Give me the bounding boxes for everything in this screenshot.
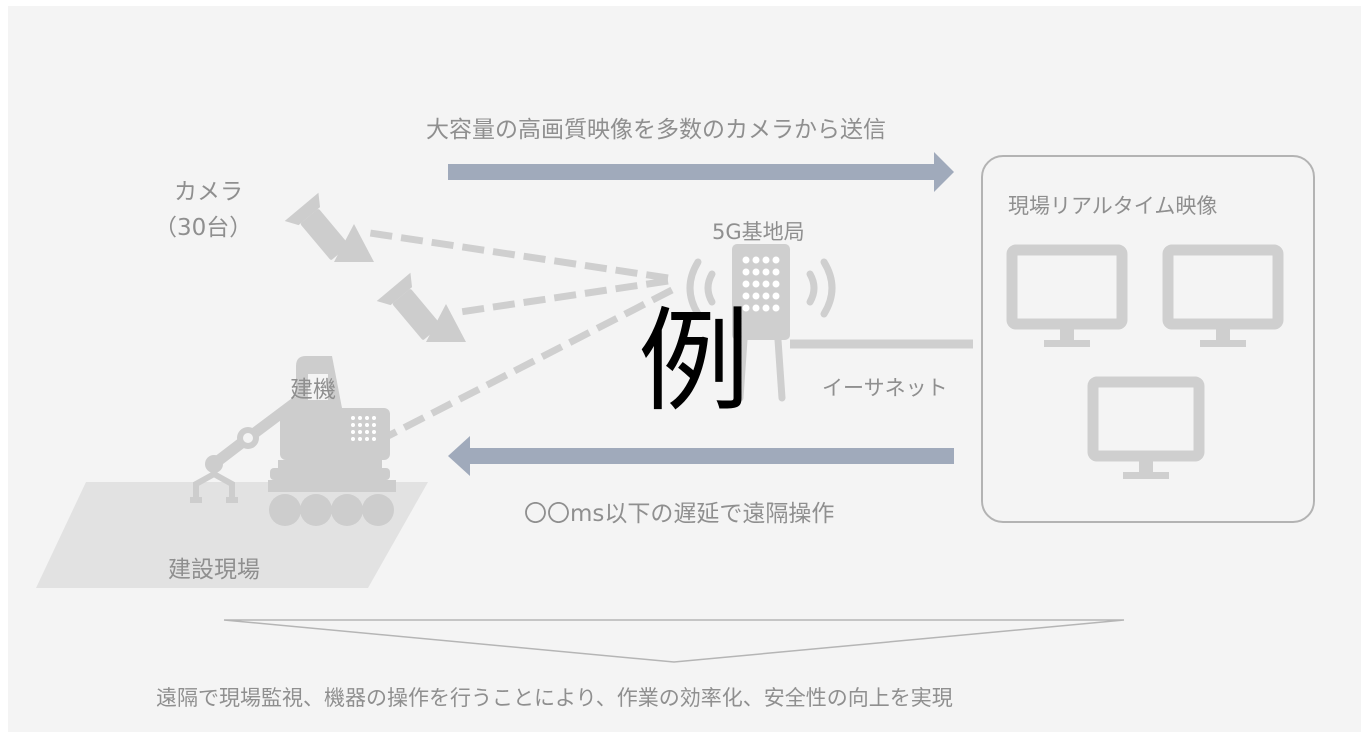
excavator-robot-icon <box>190 356 396 526</box>
bottom-arrow <box>448 436 954 476</box>
top-arrow <box>448 152 954 192</box>
diagram-graphics <box>36 152 1284 663</box>
bottom-arrow-label: 〇〇ms以下の遅延で遠隔操作 <box>524 501 835 527</box>
camera-label-line2: （30台） <box>154 215 253 241</box>
base-station-icon <box>732 244 790 402</box>
wireless-links <box>369 229 674 440</box>
summary-chevron <box>223 619 1125 663</box>
wireless-link-camera-1 <box>369 229 669 282</box>
monitor-icon <box>1006 244 1128 347</box>
camera-label-line1: カメラ <box>174 179 243 205</box>
diagram-canvas: 大容量の高画質映像を多数のカメラから送信 カメラ （30台） 5G基地局 現場リ… <box>8 6 1361 732</box>
wireless-link-camera-2 <box>459 277 669 316</box>
monitor-icon <box>1087 376 1205 479</box>
construction-machine-label: 建機 <box>290 377 336 403</box>
camera-mount-1 <box>334 224 374 262</box>
site-label: 建設現場 <box>168 557 260 583</box>
wireless-link-machine <box>386 286 674 440</box>
monitor-panel-title: 現場リアルタイム映像 <box>1008 194 1218 218</box>
camera-icon <box>376 272 441 340</box>
realtime-video-panel <box>981 155 1315 523</box>
conclusion-text: 遠隔で現場監視、機器の操作を行うことにより、作業の効率化、安全性の向上を実現 <box>156 686 953 710</box>
signal-waves-icon <box>686 258 836 318</box>
ethernet-label: イーサネット <box>822 376 948 400</box>
camera-mount-2 <box>426 304 466 342</box>
monitor-icon <box>1162 244 1284 347</box>
base-station-label: 5G基地局 <box>712 220 805 244</box>
top-arrow-label: 大容量の高画質映像を多数のカメラから送信 <box>426 117 886 143</box>
camera-icon <box>284 192 349 260</box>
sample-watermark: 例 <box>638 297 750 427</box>
